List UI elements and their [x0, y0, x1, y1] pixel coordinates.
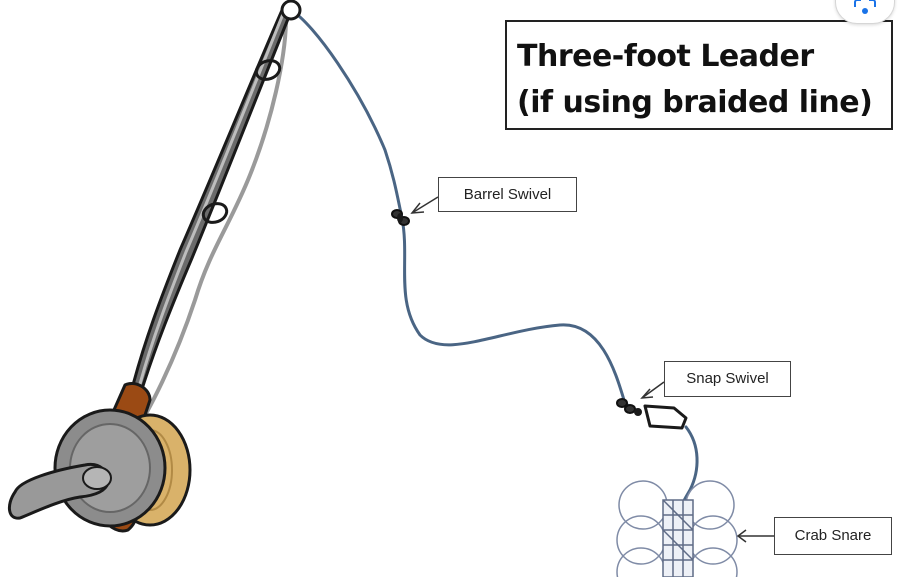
crab-snare [616, 480, 738, 577]
label-crab-snare: Crab Snare [774, 517, 892, 555]
fishing-line [289, 8, 640, 412]
label-barrel-swivel: Barrel Swivel [438, 177, 577, 212]
title-box: Three-foot Leader (if using braided line… [505, 20, 893, 130]
callout-arrows [410, 196, 774, 543]
arrow-snap-swivel [641, 381, 665, 399]
label-snap-swivel: Snap Swivel [664, 361, 791, 397]
arrow-barrel-swivel [411, 196, 439, 214]
rod-line [128, 21, 288, 442]
snap-swivel [616, 398, 688, 430]
visual-search-button[interactable] [835, 0, 895, 24]
title-line-1: Three-foot Leader [517, 39, 814, 74]
fishing-reel [7, 408, 192, 528]
visual-search-icon [854, 0, 876, 14]
fishing-rod [131, 0, 302, 391]
barrel-swivel [391, 209, 410, 226]
title-line-2: (if using braided line) [517, 85, 873, 120]
